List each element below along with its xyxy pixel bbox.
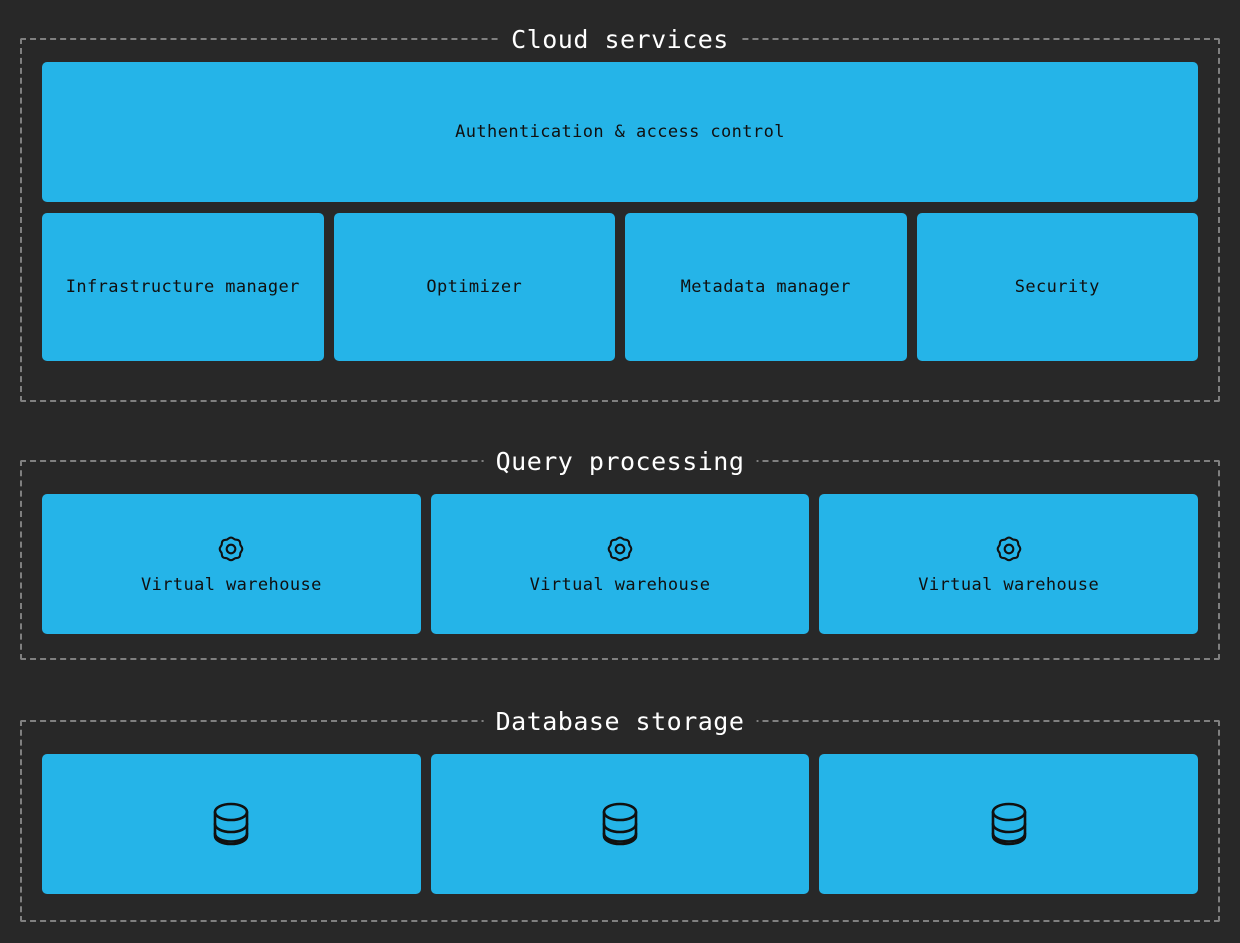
- node-label: Virtual warehouse: [918, 574, 1100, 595]
- section-body-database-storage: [22, 722, 1218, 920]
- node-label: Optimizer: [426, 277, 523, 297]
- cloud-services-row-1: Authentication & access control: [42, 62, 1198, 202]
- cloud-services-row-2: Infrastructure manager Optimizer Metadat…: [42, 213, 1198, 361]
- node-label: Authentication & access control: [455, 122, 785, 142]
- section-database-storage: Database storage: [20, 707, 1220, 922]
- query-processing-row-1: Virtual warehouse Virtual warehouse: [42, 494, 1199, 634]
- node-label: Infrastructure manager: [65, 277, 300, 297]
- node-authentication-access-control[interactable]: Authentication & access control: [42, 62, 1198, 202]
- section-body-cloud-services: Authentication & access control Infrastr…: [22, 40, 1218, 400]
- node-label: Virtual warehouse: [529, 574, 711, 595]
- database-icon: [987, 800, 1031, 848]
- node-optimizer[interactable]: Optimizer: [333, 213, 615, 361]
- node-metadata-manager[interactable]: Metadata manager: [625, 213, 907, 361]
- database-storage-row-1: [42, 754, 1199, 894]
- gear-icon: [604, 533, 636, 565]
- section-body-query-processing: Virtual warehouse Virtual warehouse: [22, 462, 1218, 658]
- section-cloud-services: Cloud services Authentication & access c…: [20, 25, 1220, 402]
- node-database-2[interactable]: [430, 754, 810, 894]
- section-title-query-processing: Query processing: [483, 447, 757, 477]
- node-database-1[interactable]: [42, 754, 421, 894]
- database-icon: [209, 800, 253, 848]
- node-virtual-warehouse-1[interactable]: Virtual warehouse: [42, 494, 421, 634]
- section-title-database-storage: Database storage: [483, 707, 757, 737]
- node-label: Virtual warehouse: [140, 574, 322, 595]
- node-security[interactable]: Security: [916, 213, 1198, 361]
- node-infrastructure-manager[interactable]: Infrastructure manager: [42, 213, 324, 361]
- node-virtual-warehouse-2[interactable]: Virtual warehouse: [430, 494, 810, 634]
- section-title-cloud-services: Cloud services: [499, 25, 741, 55]
- node-database-3[interactable]: [819, 754, 1199, 894]
- node-label: Metadata manager: [680, 277, 851, 297]
- gear-icon: [993, 533, 1025, 565]
- node-virtual-warehouse-3[interactable]: Virtual warehouse: [819, 494, 1199, 634]
- section-query-processing: Query processing Virtual warehouse: [20, 447, 1220, 660]
- gear-icon: [215, 533, 247, 565]
- node-label: Security: [1014, 277, 1100, 297]
- database-icon: [598, 800, 642, 848]
